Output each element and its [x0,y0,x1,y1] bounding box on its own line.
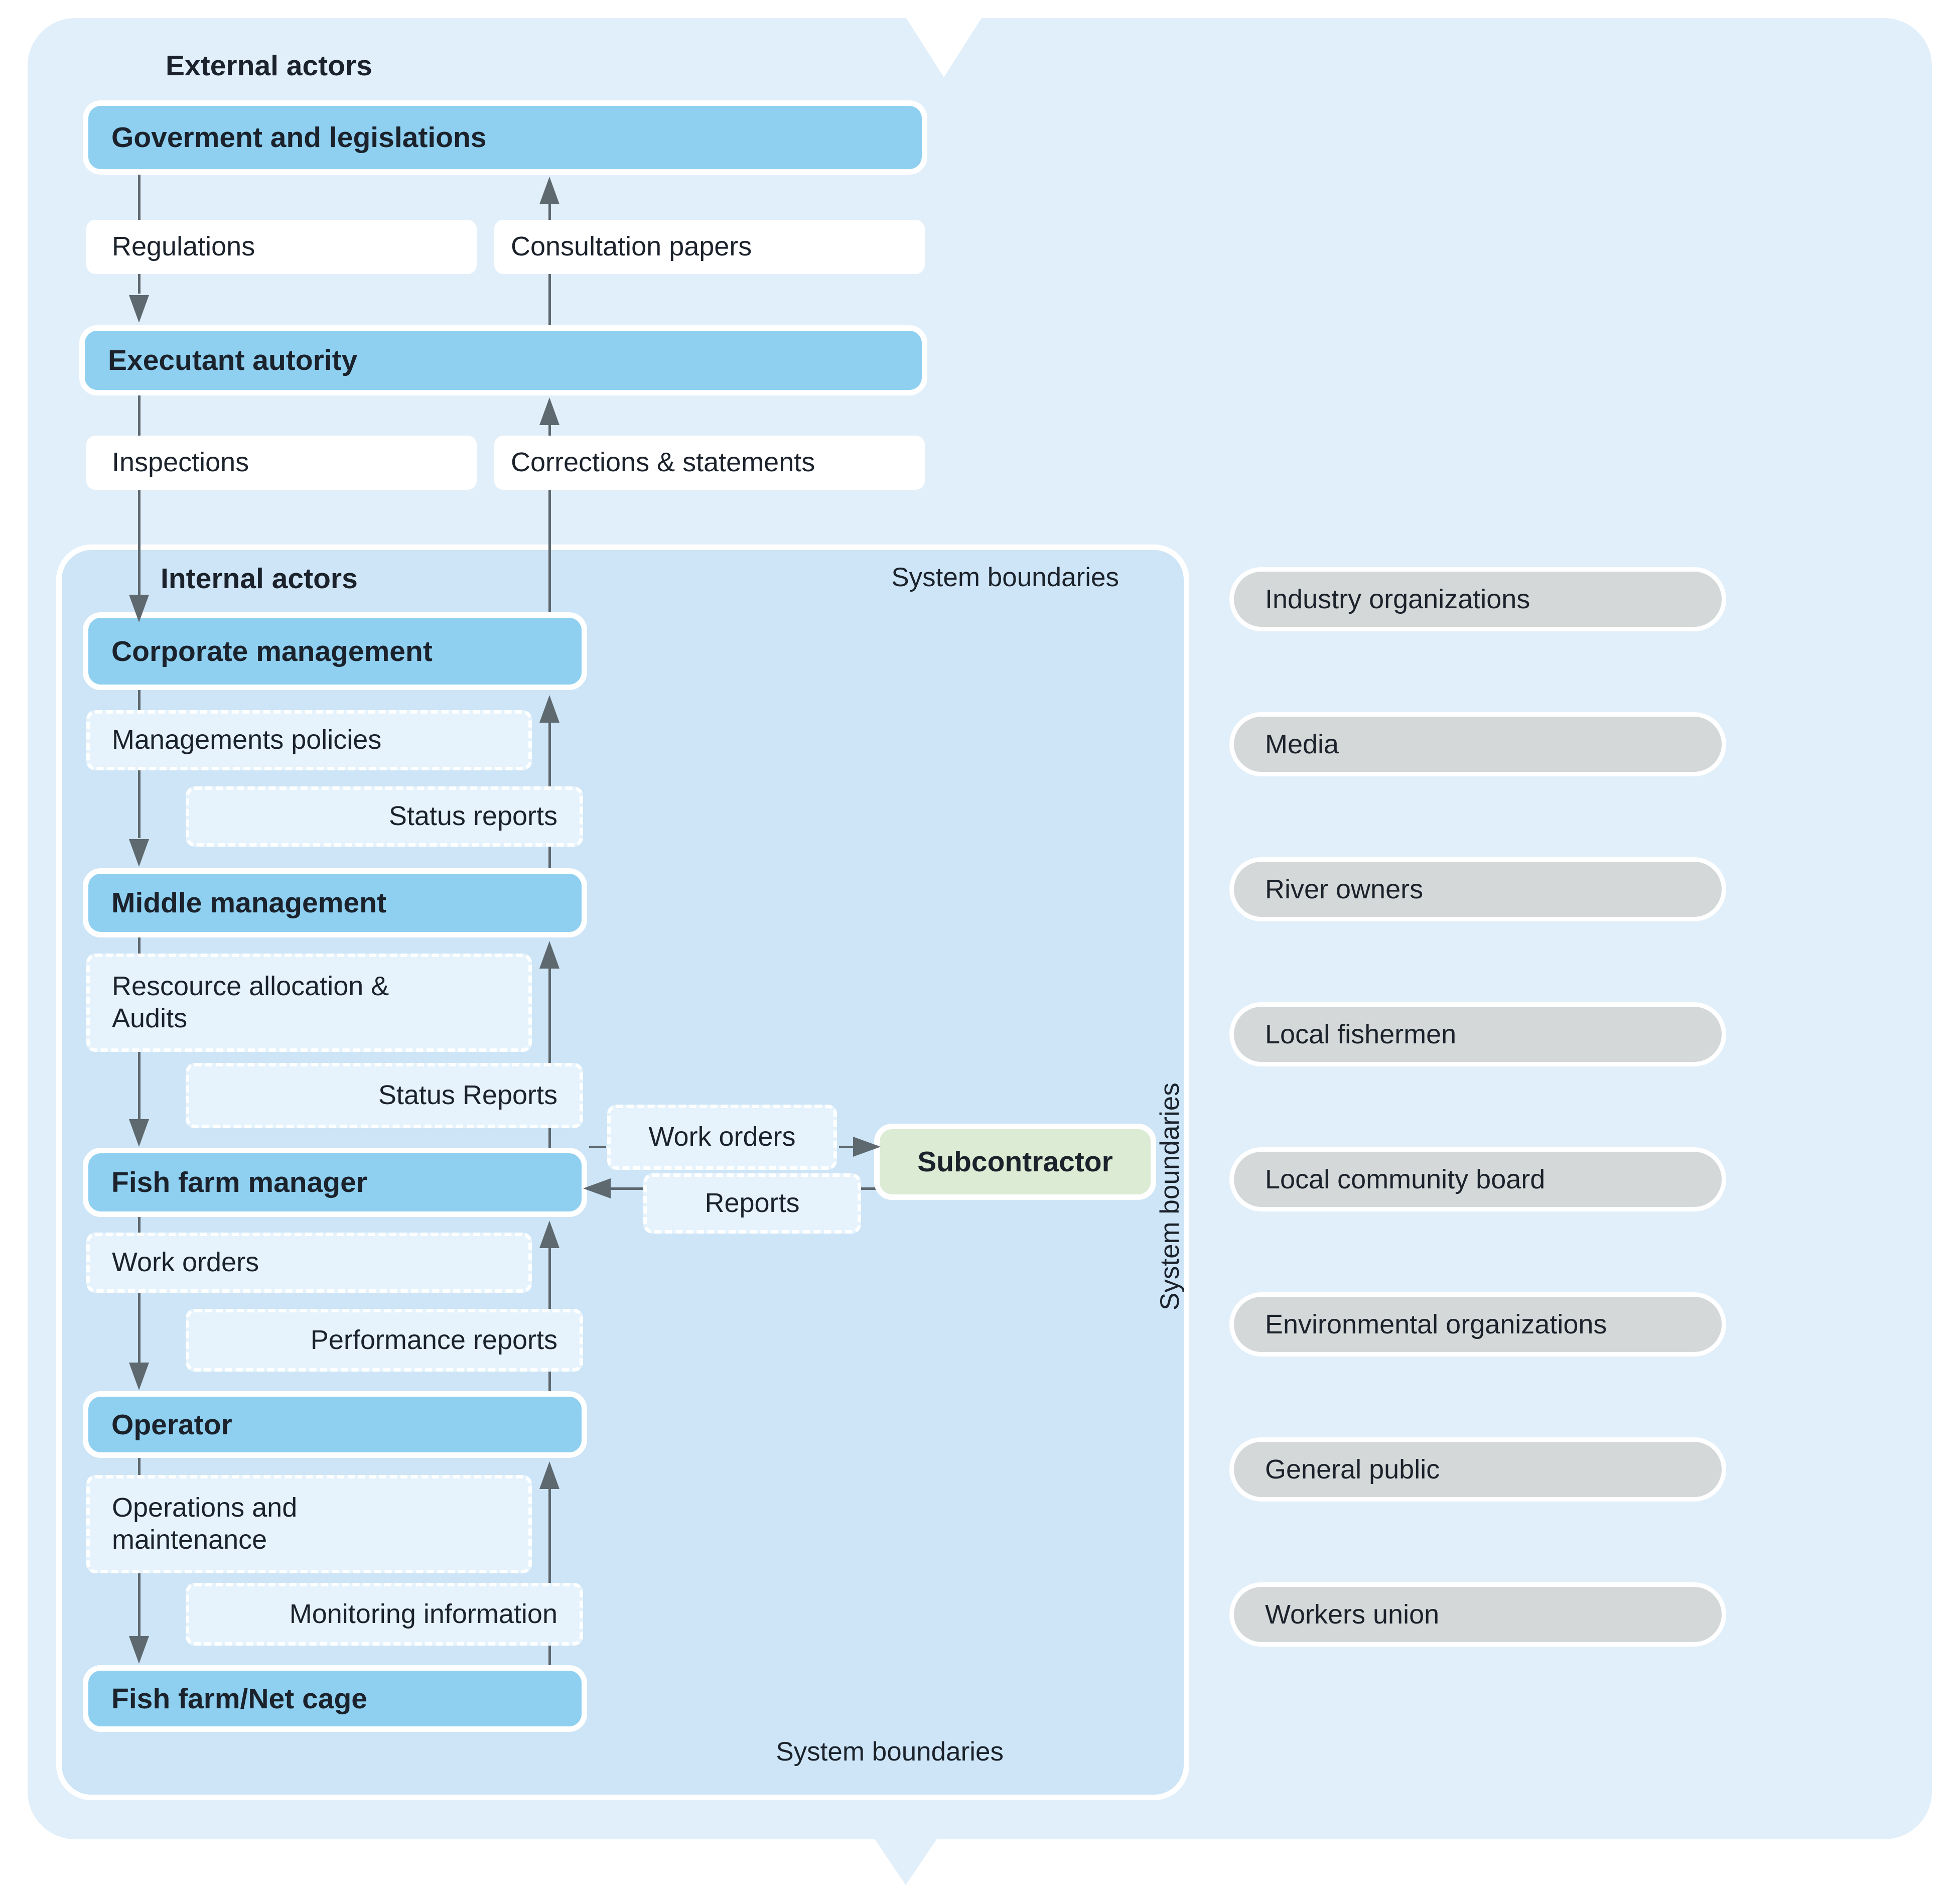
system-boundaries-label-side: System boundaries [1155,1083,1185,1310]
arrowhead-operations-maintenance-down [129,1636,149,1664]
arrowhead-work-orders-down [129,1363,149,1390]
flow-label-reports: Reports [643,1173,861,1234]
stakeholder-pill-environmental-organizations: Environmental organizations [1229,1292,1726,1357]
top-notch-cutout [906,18,982,77]
flow-label-status-reports-2: Status Reports [186,1063,583,1128]
flow-label-work-orders-sub: Work orders [607,1105,837,1170]
subcontractor-box: Subcontractor [874,1124,1156,1200]
stakeholder-pill-river-owners: River owners [1229,857,1726,921]
fish-farm-net-cage-box: Fish farm/Net cage [83,1665,587,1732]
arrowhead-monitoring-information-up [539,1461,559,1489]
stakeholder-pill-media: Media [1229,712,1726,776]
arrowhead-performance-reports-up [539,1221,559,1248]
arrowhead-reports-left [583,1178,611,1198]
bottom-pointer [873,1837,938,1885]
flow-label-resource-allocation: Rescource allocation & Audits [86,954,532,1052]
fish-farm-manager-box: Fish farm manager [83,1148,587,1217]
arrowhead-management-policies-down [129,839,149,867]
flow-label-monitoring-information: Monitoring information [186,1583,583,1646]
dash-work-orders-left [589,1146,606,1148]
dash-reports-right [861,1187,876,1190]
stakeholder-pill-local-fishermen: Local fishermen [1229,1002,1726,1066]
middle-management-box: Middle management [83,868,587,937]
stakeholder-pill-workers-union: Workers union [1229,1582,1726,1647]
stakeholder-pill-local-community-board: Local community board [1229,1147,1726,1211]
arrowhead-consultation-up [539,177,559,204]
line-work-orders-right [839,1146,853,1148]
flow-label-status-reports-1: Status reports [186,786,583,847]
stakeholder-pill-industry-organizations: Industry organizations [1229,567,1726,631]
operator-box: Operator [83,1391,587,1458]
arrow-line-status-reports-2 [548,969,551,1148]
arrow-line-monitoring-information [548,1489,551,1665]
arrowhead-work-orders-right [853,1137,881,1157]
arrow-line-inspections [138,395,141,596]
flow-label-operations-maintenance: Operations and maintenance [86,1475,532,1573]
system-boundaries-label-bottom: System boundaries [776,1737,1004,1767]
flow-label-performance-reports: Performance reports [186,1309,583,1372]
arrow-line-corrections [548,425,551,626]
arrowhead-regulations-down [129,295,149,323]
arrowhead-status-reports-2-up [539,941,559,969]
line-reports-left [611,1187,643,1190]
arrowhead-corrections-up [539,397,559,425]
government-box: Goverment and legislations [83,100,927,175]
arrowhead-status-reports-1-up [539,695,559,723]
internal-actors-heading: Internal actors [161,563,358,595]
arrowhead-inspections-down [129,595,149,622]
executant-authority-box: Executant autority [79,325,927,395]
flow-label-management-policies: Managements policies [86,710,532,770]
flow-label-inspections: Inspections [86,436,477,490]
flow-label-regulations: Regulations [86,220,477,274]
flow-label-consultation-papers: Consultation papers [494,220,925,274]
arrowhead-resource-allocation-down [129,1119,149,1147]
corporate-management-box: Corporate management [83,612,587,690]
flow-label-corrections-statements: Corrections & statements [494,436,925,490]
system-boundaries-label-top: System boundaries [891,563,1119,592]
external-actors-heading: External actors [166,50,372,82]
stakeholder-pill-general-public: General public [1229,1437,1726,1502]
flow-label-work-orders-down: Work orders [86,1233,532,1293]
